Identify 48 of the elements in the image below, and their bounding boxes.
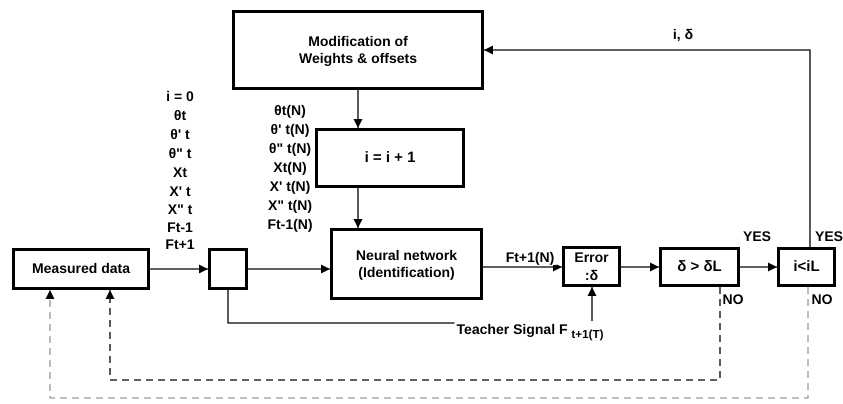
process-box bbox=[12, 248, 150, 290]
process-box bbox=[330, 228, 483, 300]
signal-label: X' t(N) bbox=[268, 178, 312, 194]
box-text: Measured data bbox=[32, 260, 130, 278]
signal-label: θ' t(N) bbox=[270, 121, 310, 137]
process-box bbox=[232, 10, 484, 90]
box-text: Error :δ bbox=[573, 249, 610, 284]
arrow bbox=[150, 264, 208, 274]
signal-label: θ" t(N) bbox=[268, 140, 312, 156]
box-text: δ > δL bbox=[677, 258, 722, 276]
box-text: i = i + 1 bbox=[364, 148, 416, 168]
arrow bbox=[621, 262, 659, 272]
signal-label: X" t bbox=[166, 201, 194, 217]
box-text: Modification of Weights & offsets bbox=[298, 32, 418, 68]
box-text: i<iL bbox=[793, 258, 820, 276]
edge-label: Ft+1(N) bbox=[504, 249, 556, 265]
arrow bbox=[484, 46, 811, 247]
signal-label: i = 0 bbox=[165, 88, 195, 104]
arrow bbox=[354, 188, 362, 228]
signal-label: X" t(N) bbox=[267, 197, 313, 213]
arrow bbox=[354, 90, 362, 128]
dashed-arrow bbox=[46, 287, 809, 399]
arrow bbox=[248, 264, 330, 274]
signal-label: Xt(N) bbox=[272, 159, 308, 175]
edge-label: Teacher Signal F $_{t+1(T)}$ bbox=[454, 321, 606, 341]
signal-label: θt bbox=[172, 107, 188, 123]
process-box bbox=[315, 128, 465, 188]
signal-label: YES bbox=[814, 228, 843, 244]
signal-label: NO bbox=[810, 291, 834, 307]
box-text: Neural network (Identification) bbox=[354, 246, 458, 282]
signal-label: Ft-1(N) bbox=[266, 216, 314, 232]
empty-box bbox=[208, 248, 248, 290]
signal-label: Xt bbox=[172, 164, 188, 180]
signal-label: θ" t bbox=[168, 145, 192, 161]
signal-label: θt(N) bbox=[273, 102, 307, 118]
arrow bbox=[740, 262, 777, 272]
process-box bbox=[659, 247, 740, 287]
signal-label: Ft+1 bbox=[164, 236, 196, 252]
signal-label: YES bbox=[742, 228, 772, 244]
process-box bbox=[562, 246, 621, 287]
signal-label: X' t bbox=[168, 183, 192, 199]
signal-label: θ' t bbox=[169, 126, 191, 142]
signal-label: NO bbox=[722, 291, 744, 307]
dashed-arrow bbox=[106, 287, 721, 381]
edge-label: i, δ bbox=[670, 26, 696, 42]
process-box bbox=[777, 247, 836, 287]
arrow bbox=[483, 262, 562, 272]
signal-label: Ft-1 bbox=[166, 219, 194, 235]
